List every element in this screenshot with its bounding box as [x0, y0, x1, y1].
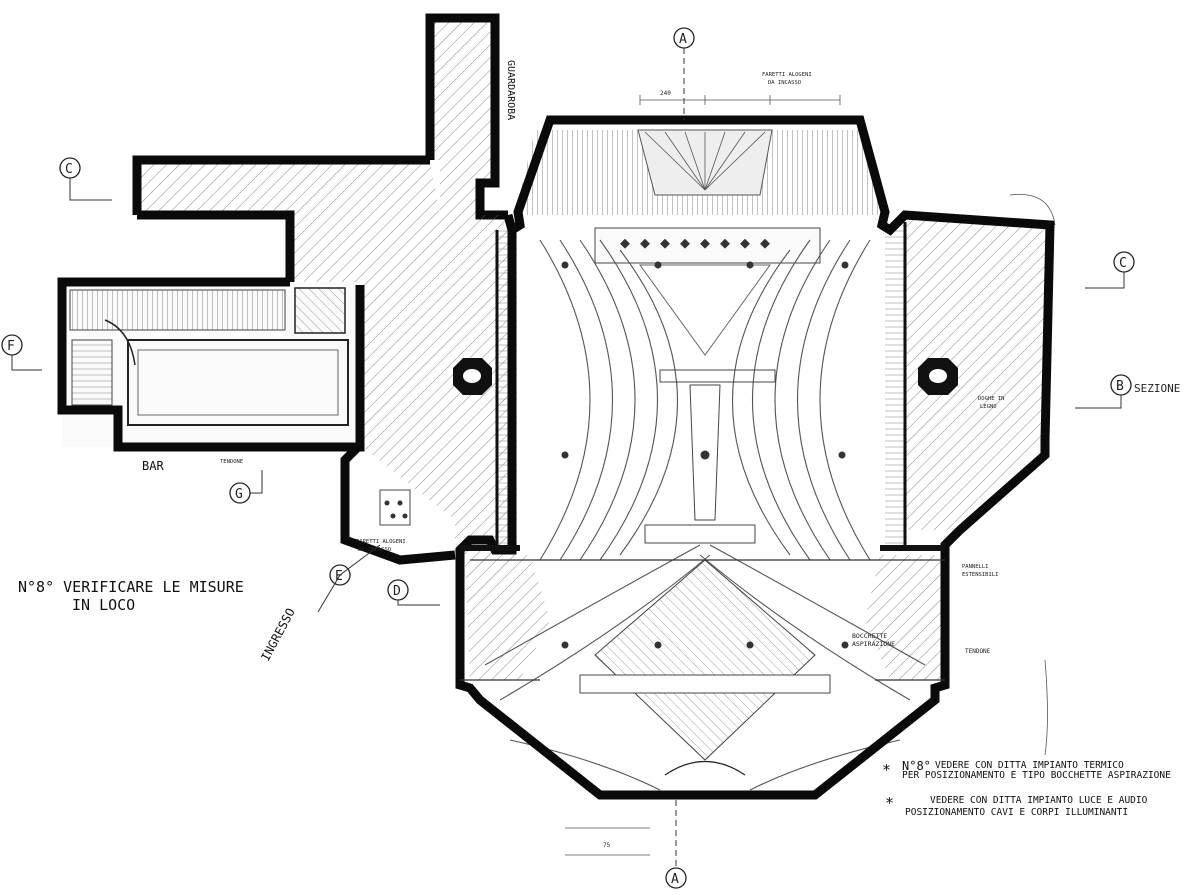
svg-text:PANNELLI: PANNELLI [962, 564, 989, 570]
section-marker-a-bottom: A [665, 800, 687, 889]
main-note-line1: N°8° VERIFICARE LE MISURE [18, 578, 244, 596]
svg-text:D: D [393, 584, 401, 599]
section-marker-g-left: G [229, 470, 263, 504]
svg-text:F: F [7, 339, 15, 354]
section-marker-b-right: B SEZIONE [1075, 374, 1180, 409]
section-marker-c-right: C [1085, 251, 1135, 289]
svg-text:POSIZIONAMENTO CAVI E CORPI IL: POSIZIONAMENTO CAVI E CORPI ILLUMINANTI [905, 807, 1128, 818]
main-note-line2: IN LOCO [72, 596, 135, 614]
section-marker-f-left: F [1, 334, 42, 371]
upper-corridor [137, 162, 510, 555]
svg-text:SEZIONE: SEZIONE [1134, 382, 1180, 395]
room-label-ingresso: INGRESSO [258, 606, 297, 664]
room-label-guardaroba: GUARDAROBA [505, 60, 516, 120]
svg-text:A: A [679, 32, 687, 47]
svg-text:DA INCASSO: DA INCASSO [358, 547, 391, 553]
section-marker-d-left: D [387, 579, 440, 606]
svg-text:TENDONE: TENDONE [965, 648, 991, 655]
svg-text:C: C [1119, 256, 1127, 271]
svg-text:DOGHE IN: DOGHE IN [978, 396, 1005, 402]
guardaroba-room [430, 18, 495, 215]
svg-text:FARETTI ALOGENI: FARETTI ALOGENI [356, 539, 406, 545]
svg-text:DA INCASSO: DA INCASSO [768, 80, 801, 86]
svg-text:BOCCHETTE: BOCCHETTE [852, 632, 887, 640]
svg-text:PER POSIZIONAMENTO E TIPO BOCC: PER POSIZIONAMENTO E TIPO BOCCHETTE ASPI… [902, 770, 1171, 781]
fan-rays [644, 131, 766, 191]
floor-arcs-right [732, 239, 871, 561]
svg-text:ASPIRAZIONE: ASPIRAZIONE [852, 640, 895, 648]
section-marker-a-top: A [673, 27, 695, 120]
svg-text:C: C [65, 162, 73, 177]
svg-text:VEDERE CON DITTA IMPIANTO TERM: VEDERE CON DITTA IMPIANTO TERMICO [935, 760, 1124, 771]
svg-text:TENDONE: TENDONE [220, 459, 243, 465]
note-thermal: * N°8° VEDERE CON DITTA IMPIANTO TERMICO… [882, 759, 1171, 781]
svg-text:240: 240 [660, 90, 671, 97]
svg-text:75: 75 [603, 842, 611, 849]
svg-text:LEGNO: LEGNO [980, 404, 997, 410]
svg-text:FARETTI ALOGENI: FARETTI ALOGENI [762, 72, 812, 78]
svg-text:N°8°: N°8° [902, 759, 931, 773]
main-hall [455, 115, 1055, 800]
small-annotations: FARETTI ALOGENI DA INCASSO 240 BOCCHETTE… [220, 72, 1005, 849]
section-marker-e-diag: E [317, 544, 381, 613]
bar-counter [127, 339, 349, 426]
svg-text:*: * [882, 761, 891, 779]
note-audio: * VEDERE CON DITTA IMPIANTO LUCE E AUDIO… [885, 794, 1148, 818]
section-marker-c-left: C [59, 157, 112, 201]
ceiling-spots [561, 261, 849, 649]
svg-text:G: G [235, 487, 243, 502]
svg-text:B: B [1116, 379, 1124, 394]
svg-text:ESTENSIBILI: ESTENSIBILI [962, 572, 998, 578]
floor-arcs-left [539, 239, 678, 561]
room-label-bar: BAR [142, 459, 164, 473]
svg-text:A: A [671, 872, 679, 887]
left-wing [57, 13, 510, 565]
svg-text:VEDERE CON DITTA IMPIANTO LUCE: VEDERE CON DITTA IMPIANTO LUCE E AUDIO [930, 795, 1148, 806]
svg-text:*: * [885, 794, 894, 812]
